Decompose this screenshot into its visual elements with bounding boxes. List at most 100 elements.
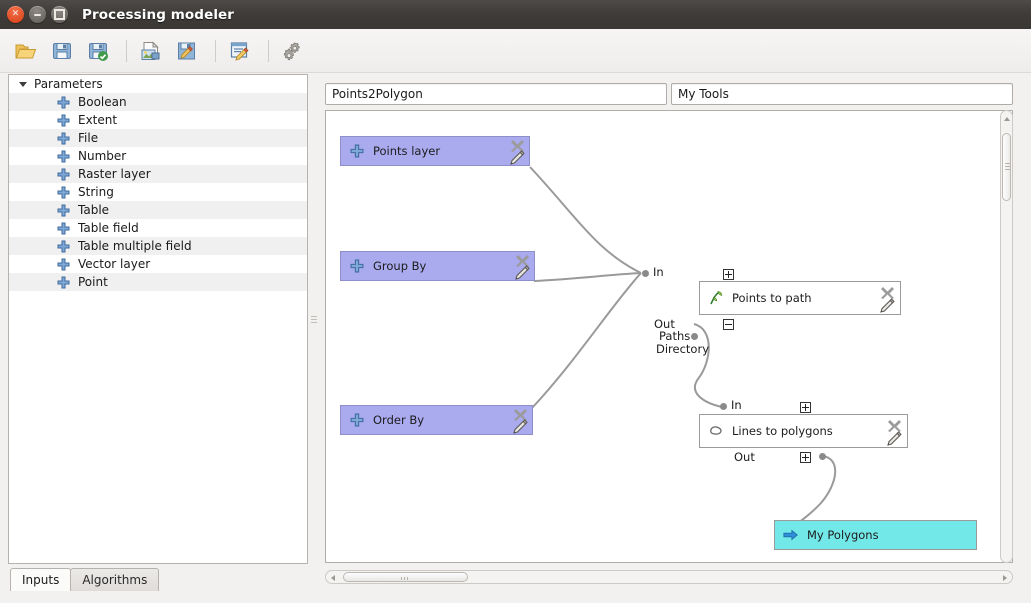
port-dot-p2p-in[interactable]	[642, 270, 649, 277]
chevron-down-icon[interactable]	[19, 81, 27, 87]
plus-icon	[349, 412, 365, 428]
group-name-input[interactable]: My Tools	[671, 83, 1013, 105]
model-node-group-by[interactable]: Group By	[340, 251, 535, 281]
port-label-p2p-in: In	[653, 265, 664, 279]
model-node-label: Lines to polygons	[732, 424, 833, 438]
maximize-window-button[interactable]	[51, 6, 68, 23]
toolbar	[0, 29, 1031, 73]
scroll-right-icon[interactable]	[1001, 574, 1009, 582]
tab-inputs-label: Inputs	[22, 573, 60, 587]
inputs-panel: Parameters Boolean Extent File Number	[8, 74, 308, 564]
expander-p2p-out[interactable]	[723, 319, 734, 330]
port-label-l2p-in: In	[731, 398, 742, 412]
save-icon	[53, 42, 71, 59]
model-node-label: Points to path	[732, 291, 812, 305]
scroll-up-icon[interactable]	[1002, 112, 1011, 125]
tree-item-label: Vector layer	[78, 257, 151, 271]
tree-item-label: Table multiple field	[78, 239, 192, 253]
plus-icon	[57, 222, 70, 234]
edit-help-button[interactable]	[224, 35, 256, 67]
open-model-button[interactable]	[10, 35, 42, 67]
save-model-as-button[interactable]	[82, 35, 114, 67]
pencil-icon[interactable]	[879, 298, 896, 314]
port-label-l2p-out: Out	[734, 450, 755, 464]
port-label-p2p-out-directory: Directory	[656, 342, 710, 356]
port-dot-p2p-out-paths[interactable]	[691, 333, 698, 340]
tree-item-vector-layer[interactable]: Vector layer	[9, 255, 307, 273]
tree-item-raster-layer[interactable]: Raster layer	[9, 165, 307, 183]
splitter-grip-icon	[311, 315, 317, 323]
tab-inputs[interactable]: Inputs	[10, 568, 72, 591]
tree-item-label: String	[78, 185, 114, 199]
vertical-scrollbar-thumb[interactable]	[1002, 133, 1011, 201]
export-image-button[interactable]	[135, 35, 167, 67]
expander-l2p-out[interactable]	[800, 452, 811, 463]
expander-p2p-in[interactable]	[723, 269, 734, 280]
port-dot-l2p-out[interactable]	[819, 453, 826, 460]
lines-to-polygons-icon	[708, 423, 724, 439]
close-icon[interactable]	[510, 138, 525, 152]
scroll-left-icon[interactable]	[329, 574, 337, 582]
model-node-my-polygons[interactable]: My Polygons	[774, 520, 977, 550]
tree-item-table-multiple-field[interactable]: Table multiple field	[9, 237, 307, 255]
run-gears-icon	[283, 42, 300, 60]
tree-item-label: Point	[78, 275, 108, 289]
toolbar-separator	[126, 39, 127, 62]
tree-item-extent[interactable]: Extent	[9, 111, 307, 129]
tree-item-number[interactable]: Number	[9, 147, 307, 165]
tree-item-table[interactable]: Table	[9, 201, 307, 219]
model-canvas[interactable]: Points layer Group By	[325, 110, 1013, 563]
pencil-icon[interactable]	[509, 150, 526, 166]
close-icon[interactable]	[513, 407, 528, 421]
pencil-icon[interactable]	[514, 265, 531, 281]
tree-root-parameters[interactable]: Parameters	[9, 75, 307, 93]
tab-algorithms[interactable]: Algorithms	[70, 568, 160, 591]
port-label-p2p-out: Out	[654, 317, 675, 331]
tree-item-table-field[interactable]: Table field	[9, 219, 307, 237]
model-name-input[interactable]: Points2Polygon	[325, 83, 667, 105]
model-node-label: Order By	[373, 413, 425, 427]
tree-item-file[interactable]: File	[9, 129, 307, 147]
model-node-order-by[interactable]: Order By	[340, 405, 533, 435]
maximize-icon	[51, 6, 68, 23]
close-icon[interactable]	[887, 418, 902, 432]
model-name-value: Points2Polygon	[332, 87, 423, 101]
plus-icon	[57, 276, 70, 288]
minimize-window-button[interactable]	[29, 6, 46, 23]
port-dot-l2p-in[interactable]	[720, 403, 727, 410]
model-node-points-to-path[interactable]: Points to path	[699, 281, 901, 315]
export-script-button[interactable]	[171, 35, 203, 67]
plus-icon	[57, 132, 70, 144]
tree-item-label: Table	[78, 203, 110, 217]
canvas-vertical-scrollbar[interactable]	[1000, 110, 1013, 563]
scrollbar-grip-icon	[1005, 163, 1010, 170]
model-node-points-layer[interactable]: Points layer	[340, 136, 530, 166]
expander-l2p-in[interactable]	[800, 402, 811, 413]
model-node-lines-to-polygons[interactable]: Lines to polygons	[699, 414, 908, 448]
canvas-horizontal-scrollbar[interactable]	[325, 570, 1013, 584]
tree-item-point[interactable]: Point	[9, 273, 307, 291]
pencil-icon[interactable]	[512, 419, 529, 435]
plus-icon	[57, 150, 70, 162]
close-window-button[interactable]: ✕	[7, 6, 24, 23]
port-label-p2p-out-paths: Paths	[659, 329, 691, 343]
plus-icon	[349, 258, 365, 274]
parameters-tree[interactable]: Parameters Boolean Extent File Number	[8, 74, 308, 564]
tree-item-string[interactable]: String	[9, 183, 307, 201]
model-canvas-inner: Points layer Group By	[326, 111, 997, 562]
plus-icon	[57, 96, 70, 108]
close-icon[interactable]	[880, 285, 895, 299]
close-icon[interactable]	[515, 253, 530, 267]
save-model-button[interactable]	[46, 35, 78, 67]
panel-splitter[interactable]	[309, 74, 319, 564]
pencil-icon[interactable]	[886, 431, 903, 447]
run-model-button[interactable]	[277, 35, 309, 67]
horizontal-scrollbar-thumb[interactable]	[343, 572, 468, 582]
tree-item-label: Table field	[78, 221, 139, 235]
scrollbar-grip-icon	[401, 577, 408, 580]
tree-item-label: Raster layer	[78, 167, 151, 181]
tree-item-label: File	[78, 131, 99, 145]
plus-icon	[57, 114, 70, 126]
tree-item-boolean[interactable]: Boolean	[9, 93, 307, 111]
